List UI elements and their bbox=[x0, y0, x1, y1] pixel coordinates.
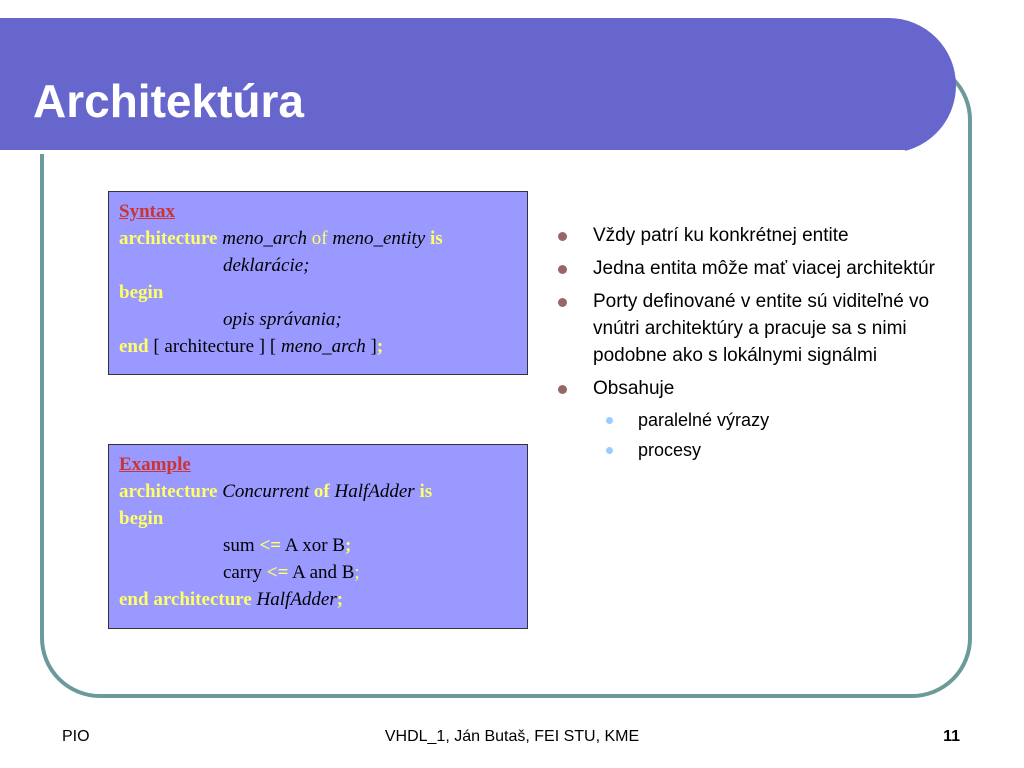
syntax-heading: Syntax bbox=[119, 201, 175, 222]
expression: A xor B bbox=[284, 535, 345, 556]
footer-left: PIO bbox=[62, 728, 90, 745]
bullet-dot-icon bbox=[558, 232, 567, 241]
example-line-5: end architecture HalfAdder; bbox=[119, 586, 517, 613]
bullet-item: Obsahuje bbox=[556, 375, 956, 402]
assign-operator: <= bbox=[266, 562, 289, 583]
entity-name: HalfAdder bbox=[334, 481, 415, 502]
arch-name: meno_arch bbox=[280, 336, 366, 357]
example-line-2: begin bbox=[119, 508, 164, 529]
keyword: of bbox=[311, 228, 328, 249]
sub-bullet-dot-icon bbox=[606, 417, 613, 424]
arch-name: HalfAdder bbox=[256, 589, 337, 610]
bullet-list: Vždy patrí ku konkrétnej entite Jedna en… bbox=[556, 222, 956, 468]
expression: A and B bbox=[292, 562, 355, 583]
syntax-line-4: opis správania; bbox=[223, 309, 342, 330]
arch-name: Concurrent bbox=[222, 481, 310, 502]
page-number: 11 bbox=[943, 728, 960, 745]
semicolon: ; bbox=[344, 535, 352, 556]
syntax-line-2: deklarácie; bbox=[223, 255, 310, 276]
bullet-text: Obsahuje bbox=[593, 378, 675, 399]
bullet-text: Vždy patrí ku konkrétnej entite bbox=[593, 225, 849, 246]
semicolon: ; bbox=[376, 336, 384, 357]
keyword: is bbox=[429, 228, 443, 249]
semicolon: ; bbox=[336, 589, 344, 610]
bullet-text: Jedna entita môže mať viacej architektúr bbox=[593, 258, 935, 279]
example-line-4: carry <= A and B; bbox=[119, 559, 517, 586]
syntax-line-1: architecture meno_arch of meno_entity is bbox=[119, 225, 517, 252]
example-line-3: sum <= A xor B; bbox=[119, 532, 517, 559]
entity-name: meno_entity bbox=[332, 228, 426, 249]
keyword: architecture bbox=[119, 228, 218, 249]
signal-name: sum bbox=[223, 535, 255, 556]
sub-bullet-text: paralelné výrazy bbox=[638, 410, 770, 430]
bullet-text: Porty definované v entite sú viditeľné v… bbox=[593, 291, 930, 366]
title-band bbox=[0, 18, 956, 154]
sub-bullet-text: procesy bbox=[638, 440, 702, 460]
keyword: architecture bbox=[119, 481, 218, 502]
bullet-item: Vždy patrí ku konkrétnej entite bbox=[556, 222, 956, 249]
title-underline bbox=[0, 150, 905, 154]
keyword: of bbox=[313, 481, 330, 502]
syntax-box: Syntax architecture meno_arch of meno_en… bbox=[108, 191, 528, 375]
assign-operator: <= bbox=[259, 535, 282, 556]
bullet-dot-icon bbox=[558, 385, 567, 394]
sub-bullet-item: paralelné výrazy bbox=[556, 408, 956, 433]
sub-bullet-dot-icon bbox=[606, 447, 613, 454]
keyword: end bbox=[119, 336, 149, 357]
sub-bullet-item: procesy bbox=[556, 438, 956, 463]
bullet-dot-icon bbox=[558, 265, 567, 274]
slide-title: Architektúra bbox=[33, 75, 304, 127]
arch-name: meno_arch bbox=[222, 228, 308, 249]
bullet-item: Jedna entita môže mať viacej architektúr bbox=[556, 255, 956, 282]
code-text: [ architecture ] [ bbox=[153, 336, 277, 357]
example-heading: Example bbox=[119, 454, 191, 475]
keyword: is bbox=[419, 481, 433, 502]
semicolon: ; bbox=[354, 562, 360, 583]
example-box: Example architecture Concurrent of HalfA… bbox=[108, 444, 528, 629]
footer-center: VHDL_1, Ján Butaš, FEI STU, KME bbox=[384, 728, 640, 745]
syntax-line-5: end [ architecture ] [ meno_arch ]; bbox=[119, 333, 517, 360]
bullet-dot-icon bbox=[558, 298, 567, 307]
keyword: end architecture bbox=[119, 589, 252, 610]
code-text: ] bbox=[370, 336, 377, 357]
signal-name: carry bbox=[223, 562, 263, 583]
example-line-1: architecture Concurrent of HalfAdder is bbox=[119, 478, 517, 505]
bullet-item: Porty definované v entite sú viditeľné v… bbox=[556, 288, 956, 369]
syntax-line-3: begin bbox=[119, 282, 164, 303]
